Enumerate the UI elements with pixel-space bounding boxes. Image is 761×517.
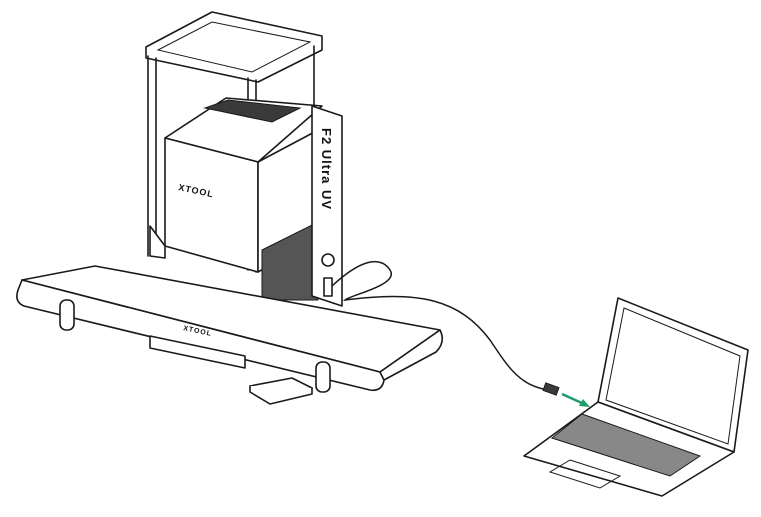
frame-opening [156, 21, 312, 73]
laptop [523, 297, 749, 497]
control-box-side [249, 385, 313, 405]
base-tray [149, 225, 166, 259]
insert-arrow-icon [561, 392, 590, 407]
trackpad [548, 459, 622, 489]
conveyor-leg [315, 361, 331, 393]
keyboard [550, 413, 702, 477]
conveyor-leg [59, 299, 75, 331]
front-face [164, 137, 259, 273]
model-label: F2 Ultra [319, 128, 334, 184]
usb-port [323, 277, 333, 297]
usb-cable [331, 260, 549, 391]
power-button-icon [321, 253, 335, 267]
variant-label: UV [319, 190, 334, 210]
laptop-display [605, 307, 741, 445]
conveyor-motor [149, 335, 246, 369]
vent-fins [261, 221, 319, 301]
usb-plug [542, 382, 560, 396]
conveyor-end [379, 329, 444, 381]
top-frame [145, 11, 323, 83]
conveyor: XTOOL [16, 265, 444, 405]
side-column [311, 105, 343, 307]
top-grille [203, 99, 302, 123]
laser-engraver: XTOOL F2 Ultra UV [145, 11, 343, 307]
